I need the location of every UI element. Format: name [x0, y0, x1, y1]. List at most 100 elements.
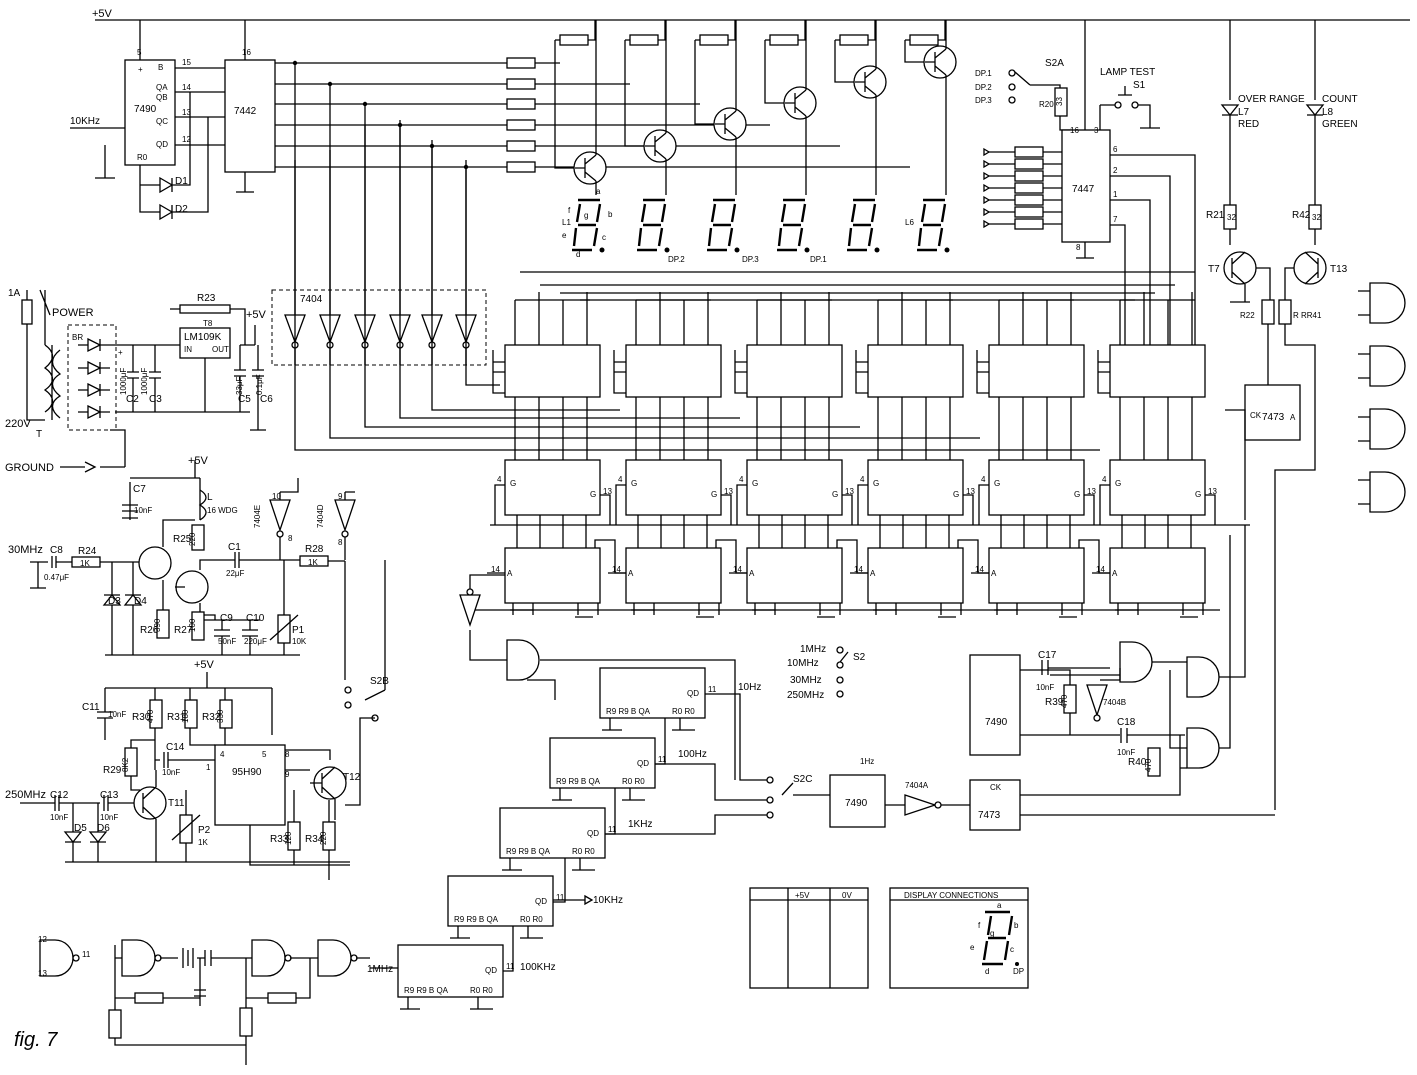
svg-text:R26: R26 [140, 625, 159, 636]
nand-gate [1369, 471, 1406, 513]
svg-text:1000μF: 1000μF [140, 368, 149, 395]
svg-text:a: a [596, 187, 601, 196]
svg-text:220: 220 [188, 532, 197, 546]
reset-ground [994, 609, 1077, 618]
diode-icon [87, 337, 102, 353]
ic-7442-decoder [224, 59, 276, 173]
svg-text:C11: C11 [82, 702, 100, 713]
svg-text:30MHz: 30MHz [790, 675, 822, 686]
pin-label: A [507, 569, 513, 578]
resistor-r7 [559, 34, 589, 46]
svg-text:T13: T13 [1330, 264, 1348, 275]
ic-7490-gate [829, 774, 886, 828]
svg-text:1K: 1K [308, 558, 318, 567]
svg-text:C9: C9 [220, 613, 233, 624]
ic-7473-gate-ff [969, 779, 1021, 831]
seven-segment-digit [777, 198, 807, 252]
decimal-point [804, 247, 810, 253]
pin-number: 4 [860, 475, 865, 484]
and-gate-7408 [1186, 727, 1220, 769]
dp-selector-switch[interactable] [1014, 71, 1061, 88]
svg-text:R0: R0 [137, 153, 148, 162]
diode-d1 [159, 176, 174, 194]
svg-text:220: 220 [319, 831, 328, 845]
lamp-test-switch[interactable] [1100, 86, 1160, 129]
svg-text:CK: CK [1250, 411, 1262, 420]
decimal-point [599, 247, 605, 253]
timebase-outputs [553, 693, 770, 901]
pot-p1[interactable] [277, 614, 291, 644]
seven-segment-digit [637, 198, 667, 252]
and-gate-wires [1050, 525, 1246, 769]
svg-text:7404A: 7404A [905, 781, 929, 790]
inverter-bubble [466, 588, 474, 596]
side-pins [492, 350, 505, 394]
ic-7490-gate-counter [969, 654, 1021, 756]
svg-text:1: 1 [206, 763, 211, 772]
transistor-input-fet [138, 546, 172, 580]
svg-text:L: L [207, 492, 213, 503]
svg-text:330: 330 [216, 709, 225, 723]
svg-text:C13: C13 [100, 790, 119, 801]
svg-text:0.1μF: 0.1μF [255, 374, 264, 395]
svg-text:220V: 220V [5, 418, 31, 430]
pin-number: 13 [1087, 487, 1096, 496]
resistor-r36 [134, 992, 164, 1004]
display-connections-table [889, 887, 1029, 989]
resistor-r9 [699, 34, 729, 46]
svg-text:1: 1 [1113, 190, 1118, 199]
prescaler-wires [139, 20, 246, 146]
seven-segment-digit [917, 198, 947, 252]
arrow-icon [584, 894, 594, 906]
pin-label: R9 R9 B QA [454, 915, 499, 924]
pin-number: 4 [739, 475, 744, 484]
gate-input [1358, 416, 1370, 442]
reset-ground [752, 609, 835, 618]
svg-text:DP.2: DP.2 [975, 83, 992, 92]
power-switch[interactable] [26, 289, 51, 345]
svg-text:7: 7 [1113, 215, 1118, 224]
svg-text:7473: 7473 [978, 810, 1001, 821]
resistor-r12 [909, 34, 939, 46]
bridge-rectifier [78, 337, 110, 420]
svg-text:470: 470 [1060, 694, 1069, 708]
gnd-7442 [236, 172, 254, 193]
pin-label: A [1112, 569, 1118, 578]
svg-text:R33: R33 [270, 834, 289, 845]
svg-text:R32: R32 [202, 712, 221, 723]
gate-input [1358, 353, 1370, 379]
latch-enable [978, 484, 1095, 525]
svg-text:1MHz: 1MHz [367, 964, 393, 975]
svg-text:100: 100 [188, 618, 197, 632]
transistor-leads [645, 132, 667, 160]
range-selector-s2[interactable] [839, 651, 849, 663]
svg-text:LM109K: LM109K [184, 332, 222, 343]
ic-7475 [746, 459, 843, 516]
svg-text:10: 10 [272, 492, 281, 501]
svg-text:BR: BR [72, 333, 83, 342]
pin-label: A [749, 569, 755, 578]
svg-text:C14: C14 [166, 742, 185, 753]
svg-text:15: 15 [182, 58, 191, 67]
pin-label: QD [485, 966, 497, 975]
pot-p2[interactable] [179, 814, 193, 844]
svg-text:+5V: +5V [795, 891, 810, 900]
svg-text:C7: C7 [133, 484, 146, 495]
svg-text:10nF: 10nF [50, 813, 68, 822]
and-gate-7408 [506, 639, 540, 681]
pin-number: 4 [618, 475, 623, 484]
caps-c9-c10 [204, 619, 260, 655]
pin-number: 12 [38, 935, 47, 944]
pin-label: G [590, 490, 596, 499]
pin-number: 11 [658, 755, 667, 764]
driver-bias-wire [764, 20, 806, 104]
svg-text:QC: QC [156, 117, 168, 126]
transistor-digit-driver [713, 107, 747, 141]
arrow-icon [983, 207, 991, 217]
range-switch-s2b[interactable] [345, 560, 386, 806]
svg-text:RED: RED [1238, 119, 1259, 130]
timebase-switch-s2c[interactable] [781, 782, 830, 796]
ic-7401 [746, 344, 843, 398]
svg-text:8: 8 [1076, 243, 1081, 252]
svg-text:7404E: 7404E [253, 505, 262, 528]
